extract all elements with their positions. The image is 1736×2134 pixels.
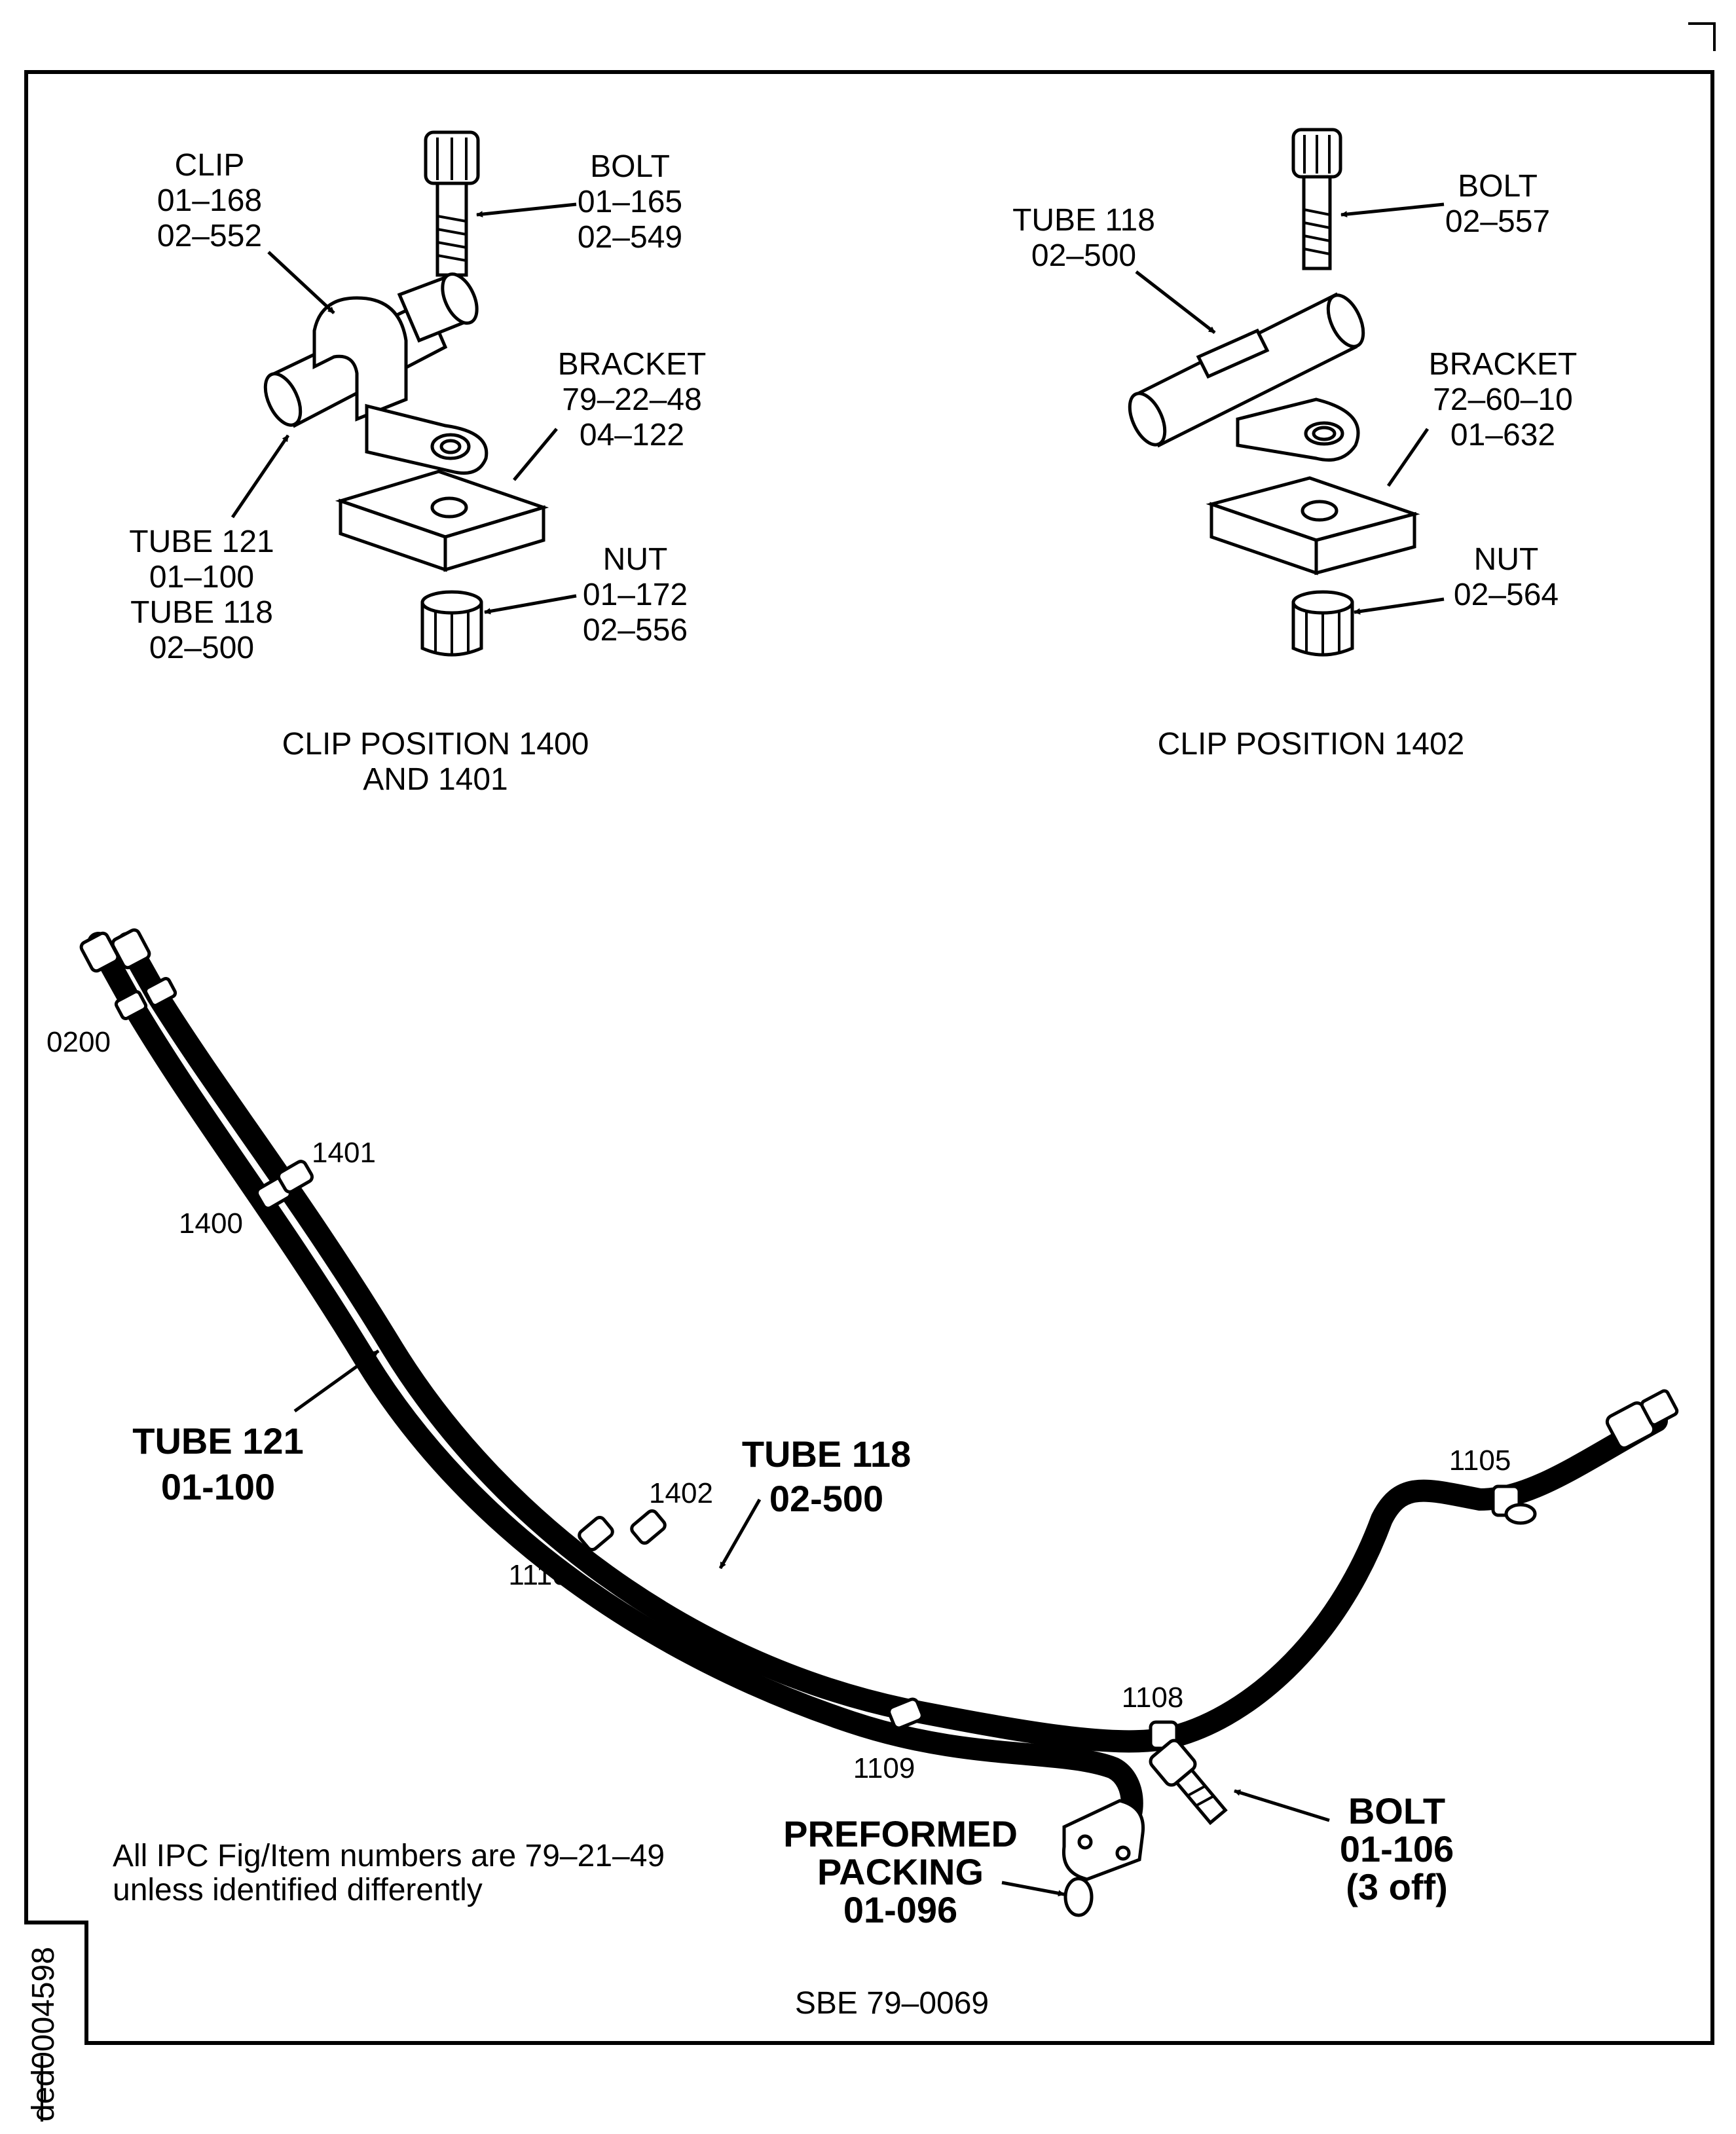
clip-1401: [277, 1160, 314, 1194]
nut-ref-1: 01–172: [583, 578, 688, 612]
position-1108: 1108: [1122, 1682, 1184, 1714]
note-line-1: All IPC Fig/Item numbers are 79–21–49: [113, 1839, 665, 1873]
bolt-icon: [424, 130, 480, 277]
tube-121-ref: 01–100: [149, 560, 254, 595]
nut-icon: [420, 590, 483, 657]
caption-clip-1400: CLIP POSITION 1400: [282, 727, 589, 762]
clip-1105: [1491, 1484, 1537, 1525]
nut-label: NUT: [1474, 542, 1539, 577]
position-1105: 1105: [1449, 1444, 1511, 1477]
position-1109: 1109: [853, 1752, 915, 1784]
nut-ref: 02–564: [1454, 578, 1559, 612]
tube-118-label: TUBE 118: [742, 1433, 911, 1475]
tube-118-ref: 02–500: [1031, 238, 1136, 273]
nut-label: NUT: [603, 542, 668, 577]
tube-121-ref: 01-100: [161, 1466, 275, 1507]
clip-1109: [887, 1697, 924, 1730]
bolt-icon: [1291, 128, 1342, 270]
tube-121-label: TUBE 121: [132, 1420, 303, 1462]
tube-121: [87, 932, 1143, 1845]
position-0200: 0200: [46, 1026, 111, 1058]
bolt-ref-2: 02–549: [578, 220, 682, 255]
clip-icon: [312, 296, 489, 475]
bracket-plate-icon: [1206, 476, 1420, 576]
bolt-label: BOLT: [1348, 1790, 1445, 1831]
detail-clip-1400-1401: CLIP 01–168 02–552 BOLT 01–165 02–549 BR…: [129, 130, 707, 797]
detail-clip-1402: TUBE 118 02–500 BOLT 02–557 BRACKET 72–6…: [1012, 128, 1578, 762]
tube-icon: [1128, 292, 1365, 448]
bracket-icon: [335, 469, 549, 572]
position-1402: 1402: [649, 1477, 713, 1509]
tube-118-ref: 02-500: [769, 1478, 883, 1519]
clip-1110: [578, 1515, 614, 1552]
flange-icon: [1062, 1799, 1145, 1881]
image-id: ded0004598: [26, 1947, 61, 2122]
footer-reference: SBE 79–0069: [795, 1986, 989, 2021]
bolt-quantity: (3 off): [1346, 1866, 1448, 1907]
caption-clip-1402: CLIP POSITION 1402: [1158, 727, 1465, 762]
packing-ref: 01-096: [843, 1889, 957, 1930]
bracket-ref-1: 72–60–10: [1433, 382, 1573, 417]
clip-1402: [630, 1509, 667, 1545]
bracket-ref-2: 04–122: [580, 418, 684, 452]
bolt-ref: 01-106: [1340, 1828, 1454, 1869]
fitting-icon: [79, 928, 177, 1021]
caption-clip-1401: AND 1401: [363, 762, 508, 797]
position-1401: 1401: [312, 1137, 376, 1169]
packing-label-1: PREFORMED: [783, 1813, 1018, 1854]
tube-assembly: 0200 1401 1400 1402 1110 1105 1108 1109 …: [46, 928, 1679, 1930]
packing-label-2: PACKING: [817, 1851, 984, 1892]
note-line-2: unless identified differently: [113, 1873, 483, 1907]
clip-ref-1: 01–168: [157, 183, 262, 218]
tube-118-label: TUBE 118: [1012, 203, 1155, 238]
position-1110: 1110: [508, 1559, 568, 1591]
bolt-label: BOLT: [1458, 169, 1538, 204]
tube-118-label: TUBE 118: [130, 595, 273, 630]
tube-118-ref: 02–500: [149, 631, 254, 665]
corner-mark: [1688, 22, 1716, 51]
fitting-icon: [1605, 1389, 1679, 1450]
bolt-ref: 02–557: [1445, 204, 1550, 239]
clip-label: CLIP: [175, 148, 245, 183]
bracket-ref-2: 01–632: [1450, 418, 1555, 452]
clip-ref-2: 02–552: [157, 219, 262, 253]
bracket-label: BRACKET: [558, 347, 707, 382]
bolt-ref-1: 01–165: [578, 185, 682, 219]
nut-icon: [1291, 590, 1354, 657]
tube-121-label: TUBE 121: [129, 524, 274, 559]
bracket-ref-1: 79–22–48: [562, 382, 702, 417]
bolt-label: BOLT: [590, 149, 670, 184]
bolt-icon: [1149, 1738, 1228, 1826]
figure-frame: [24, 70, 1714, 2045]
bracket-label: BRACKET: [1429, 347, 1578, 382]
nut-ref-2: 02–556: [583, 613, 688, 648]
position-1400: 1400: [179, 1207, 243, 1240]
packing-ring-icon: [1063, 1877, 1094, 1917]
bracket-icon: [1236, 397, 1360, 462]
